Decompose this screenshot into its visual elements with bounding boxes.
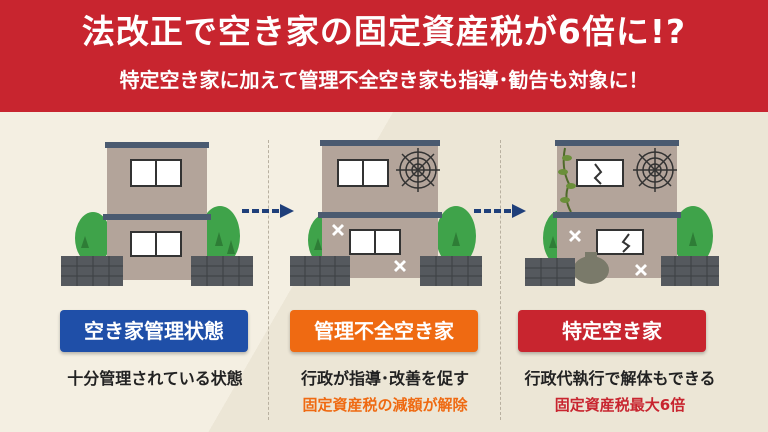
damage-mark-icon: [569, 230, 647, 276]
garbage-bag-icon: [573, 252, 609, 284]
arrow-right-icon: [242, 204, 294, 218]
tree-right: [200, 206, 240, 266]
block-wall-left: [61, 256, 123, 286]
stage-label-specified: 特定空き家: [518, 310, 706, 352]
divider-1: [268, 140, 269, 420]
header-banner: 法改正で空き家の固定資産税が6倍に!? 特定空き家に加えて管理不全空き家も指導･…: [0, 0, 768, 112]
tree-left: [75, 212, 111, 264]
spider-web-icon: [396, 148, 440, 192]
spider-web-icon: [633, 148, 677, 192]
stage-description-specified: 行政代執行で解体もできる: [524, 369, 716, 388]
block-wall-right: [191, 256, 253, 286]
house-specified-vacant-illustration: [525, 140, 719, 286]
tree-right: [436, 206, 476, 266]
damage-mark-icon: [332, 224, 406, 272]
roof-top: [105, 142, 209, 148]
stage-note-specified: 固定資産税最大6倍: [554, 396, 686, 414]
house-poorly-managed-illustration: [290, 140, 482, 286]
divider-2: [500, 140, 501, 420]
block-wall-left: [290, 256, 350, 286]
stage-description-poorly-managed: 行政が指導･改善を促す: [300, 369, 469, 388]
roof-mid: [103, 214, 211, 220]
stage-label-managed: 空き家管理状態: [60, 310, 248, 352]
page-subtitle: 特定空き家に加えて管理不全空き家も指導･勧告も対象に！: [119, 68, 649, 92]
stage-label-poorly-managed: 管理不全空き家: [290, 310, 478, 352]
arrow-right-icon: [474, 204, 526, 218]
block-wall-right: [420, 256, 482, 286]
ivy-icon: [558, 147, 576, 213]
page-title: 法改正で空き家の固定資産税が6倍に!?: [81, 12, 687, 51]
block-wall-right: [661, 256, 719, 286]
house-managed-illustration: [61, 142, 253, 286]
broken-glass-icon: [593, 163, 603, 185]
stage-note-poorly-managed: 固定資産税の減額が解除: [302, 396, 468, 414]
tree-right: [673, 206, 713, 266]
stage-description-managed: 十分管理されている状態: [67, 369, 243, 388]
block-wall-left: [525, 258, 575, 286]
